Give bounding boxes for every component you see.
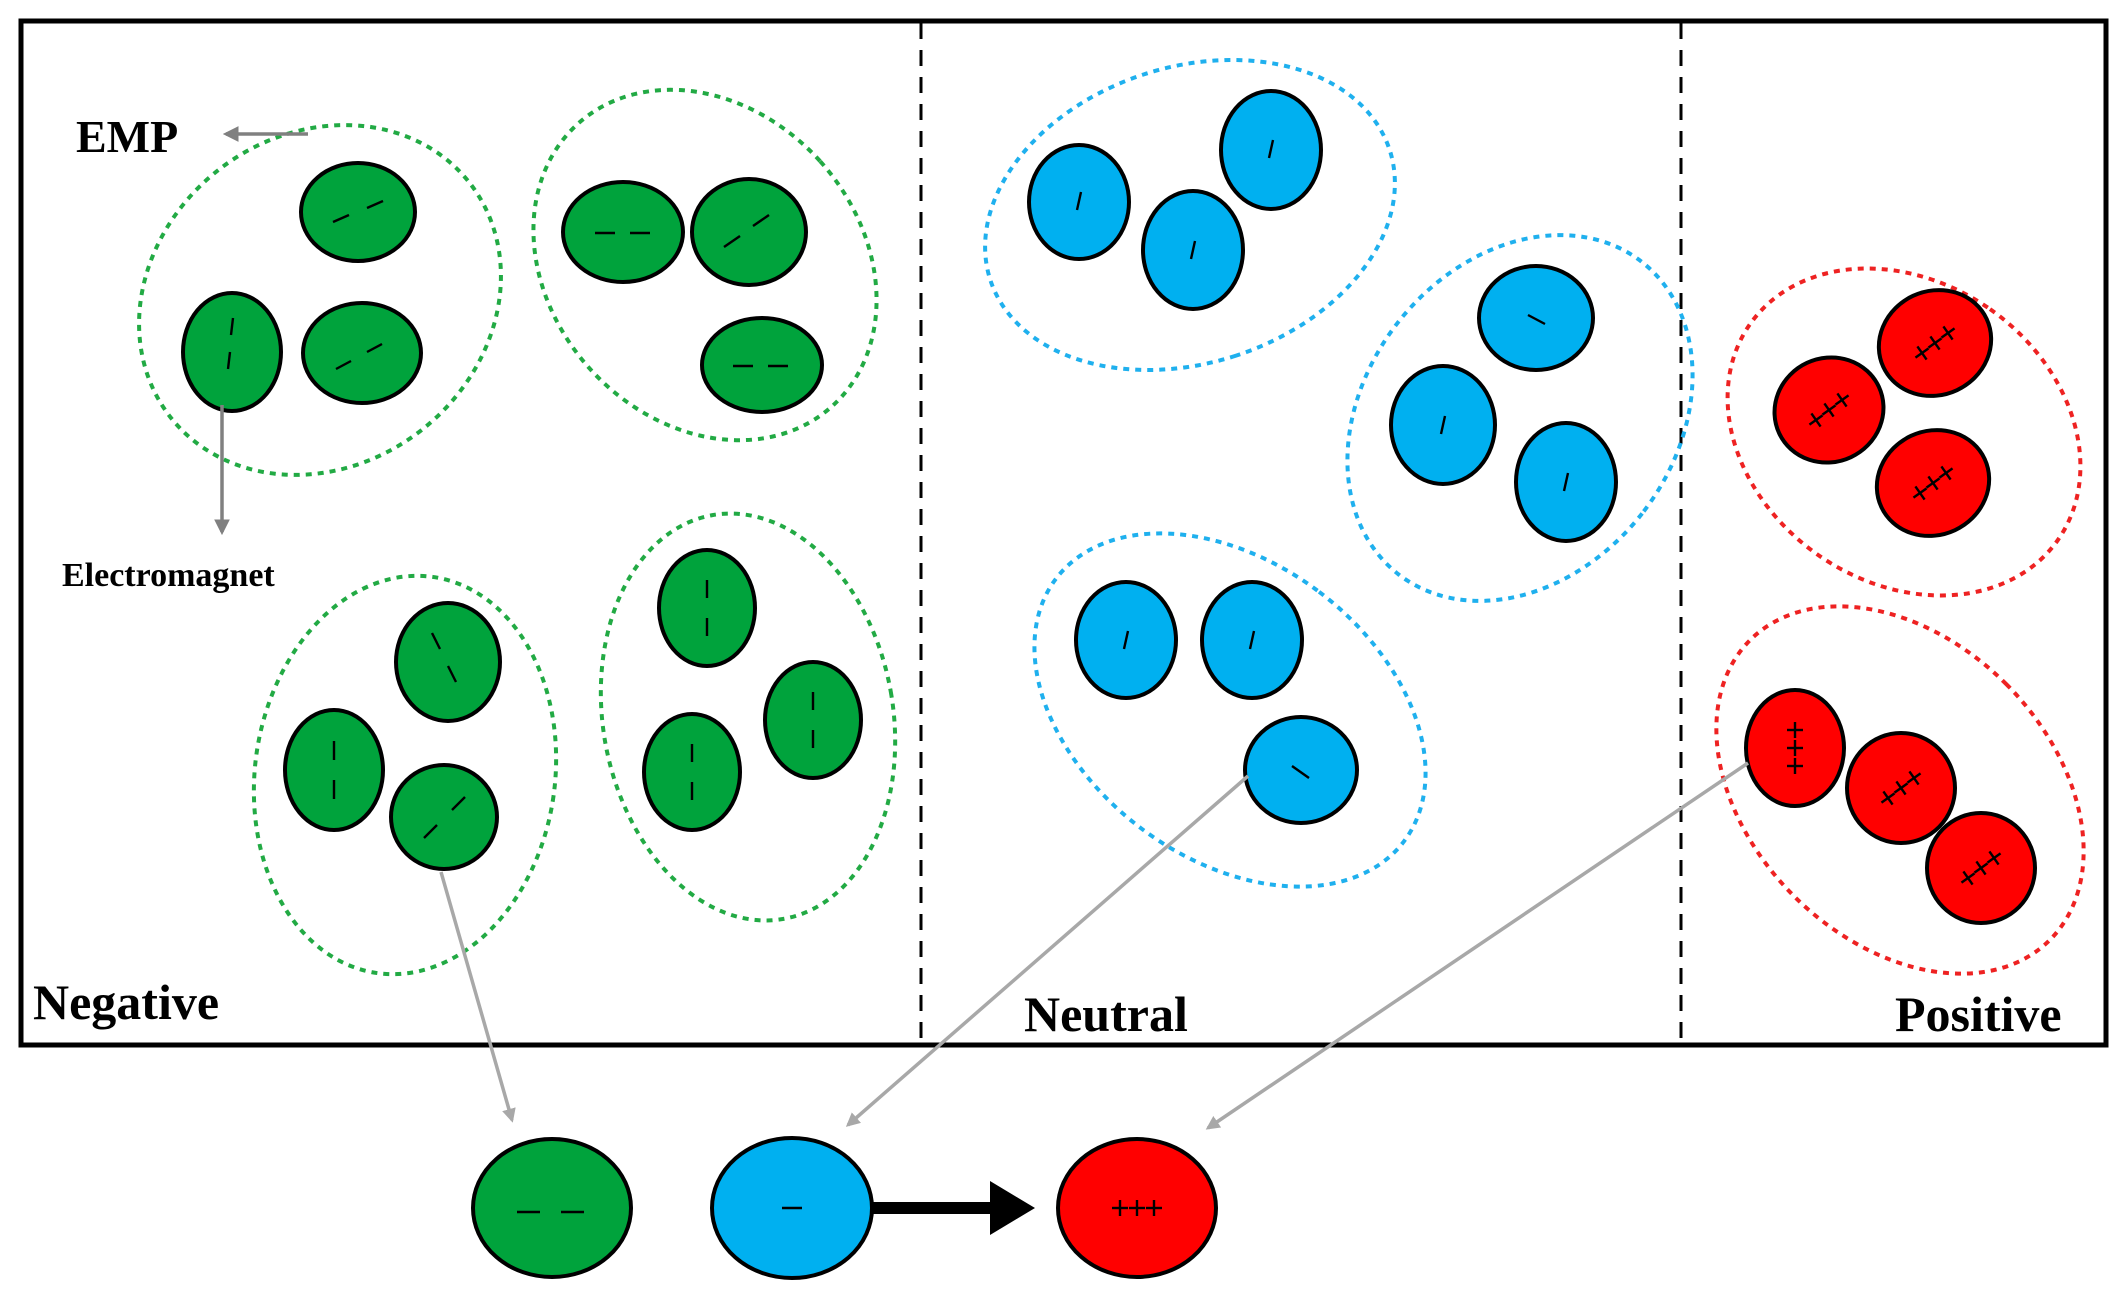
neutral-cell — [1141, 189, 1245, 311]
positive-group-2 — [1714, 604, 2086, 976]
plus-mark — [1986, 850, 2002, 866]
negative-group-4 — [598, 511, 898, 923]
negative-cell — [181, 291, 283, 413]
neutral-cell — [1074, 580, 1178, 700]
negative-group-2 — [531, 87, 879, 443]
plus-mark — [1925, 475, 1941, 491]
positive-group-1 — [1725, 266, 2083, 598]
plus-mark — [1960, 870, 1976, 886]
plus-mark — [1880, 790, 1896, 806]
negative-cell — [700, 316, 824, 414]
negative-cell — [690, 177, 808, 287]
positive-charge-marks — [1787, 325, 2002, 886]
negative-cell — [389, 763, 499, 871]
negative-cell — [763, 660, 863, 780]
plus-mark — [1787, 740, 1803, 756]
pointer-negative — [439, 871, 516, 1123]
plus-mark — [1787, 722, 1803, 738]
neutral-cell — [1389, 364, 1497, 486]
neutral-cell — [1219, 89, 1323, 211]
neutral-cell — [1477, 264, 1595, 372]
pointer-neutral — [845, 774, 1250, 1127]
legend-transition-arrow — [873, 1181, 1035, 1235]
zone-label-negative: Negative — [33, 974, 219, 1030]
plus-mark — [1914, 345, 1930, 361]
legend-negative-cell — [471, 1137, 633, 1279]
neutral-cell — [1027, 143, 1131, 261]
negative-cell — [301, 301, 423, 405]
neutral-group-1 — [983, 58, 1397, 372]
frame-box — [18, 18, 2109, 1048]
negative-group-3 — [251, 573, 559, 977]
plus-mark — [1893, 780, 1909, 796]
legend-positive-cell — [1056, 1137, 1218, 1279]
negative-group-1 — [137, 123, 503, 477]
plus-mark — [1940, 325, 1956, 341]
legend-positive-marks — [1112, 1200, 1162, 1216]
electromagnet-label: Electromagnet — [62, 557, 275, 594]
negative-cell — [642, 712, 742, 832]
legend-neutral-cell — [710, 1136, 874, 1280]
plus-mark — [1146, 1200, 1162, 1216]
zone-label-positive: Positive — [1895, 986, 2062, 1042]
neutral-group-2 — [1345, 233, 1695, 603]
plus-mark — [1973, 860, 1989, 876]
neutral-cell — [1514, 421, 1618, 543]
plus-mark — [1808, 412, 1824, 428]
negative-cell — [283, 708, 385, 832]
negative-cell — [657, 548, 757, 668]
neutral-cell — [1243, 715, 1359, 825]
neutral-group-3 — [1032, 531, 1428, 889]
negative-cell — [299, 161, 417, 263]
zone-label-neutral: Neutral — [1024, 986, 1188, 1042]
negative-cell — [394, 601, 502, 723]
plus-mark — [1112, 1200, 1128, 1216]
negative-cell — [561, 180, 685, 284]
plus-mark — [1787, 758, 1803, 774]
plus-mark — [1912, 485, 1928, 501]
plus-mark — [1834, 392, 1850, 408]
neutral-cell — [1200, 580, 1304, 700]
plus-mark — [1821, 402, 1837, 418]
plus-mark — [1906, 770, 1922, 786]
plus-mark — [1129, 1200, 1145, 1216]
pointer-positive — [1205, 761, 1749, 1130]
emp-label: EMP — [76, 111, 178, 162]
plus-mark — [1938, 465, 1954, 481]
plus-mark — [1927, 335, 1943, 351]
